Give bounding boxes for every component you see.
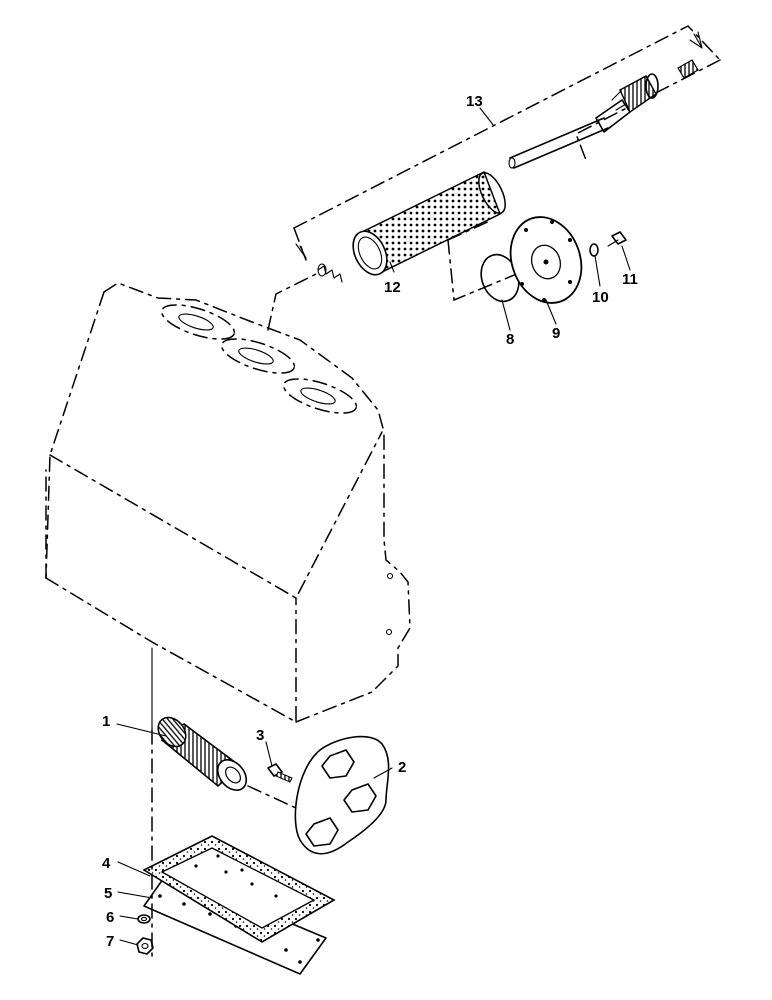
- callout-10: 10: [592, 289, 609, 306]
- callout-6: 6: [106, 909, 114, 926]
- washer-10: [589, 243, 599, 257]
- callout-13: 13: [466, 93, 483, 110]
- strainer-rod: [508, 73, 659, 169]
- callout-2: 2: [398, 759, 406, 776]
- engine-block-outline: [45, 282, 411, 724]
- nut-7: [136, 937, 154, 955]
- washer-6: [137, 914, 151, 924]
- flange-cover: [509, 216, 583, 304]
- callout-3: 3: [256, 727, 264, 744]
- callout-labels: 1 2 3 4 5 6 7 8 9 10 11 12 13: [102, 93, 638, 950]
- callout-4: 4: [102, 855, 111, 872]
- leader-lines: [116, 107, 631, 946]
- callout-11: 11: [622, 271, 638, 288]
- callout-7: 7: [106, 933, 114, 950]
- oil-filter-cartridge: [151, 647, 297, 809]
- callout-1: 1: [102, 713, 110, 730]
- screw-3: [267, 763, 293, 783]
- port-outlines: [160, 304, 358, 414]
- callout-9: 9: [552, 325, 560, 342]
- callout-12: 12: [384, 279, 401, 296]
- bolt-11: [607, 231, 627, 247]
- callout-8: 8: [506, 331, 514, 348]
- strainer-screen: [352, 170, 506, 276]
- sump-gasket: [142, 729, 336, 961]
- spring-right: [677, 59, 699, 79]
- callout-5: 5: [104, 885, 112, 902]
- spring-left: [317, 263, 343, 283]
- mounting-gasket: [294, 735, 390, 855]
